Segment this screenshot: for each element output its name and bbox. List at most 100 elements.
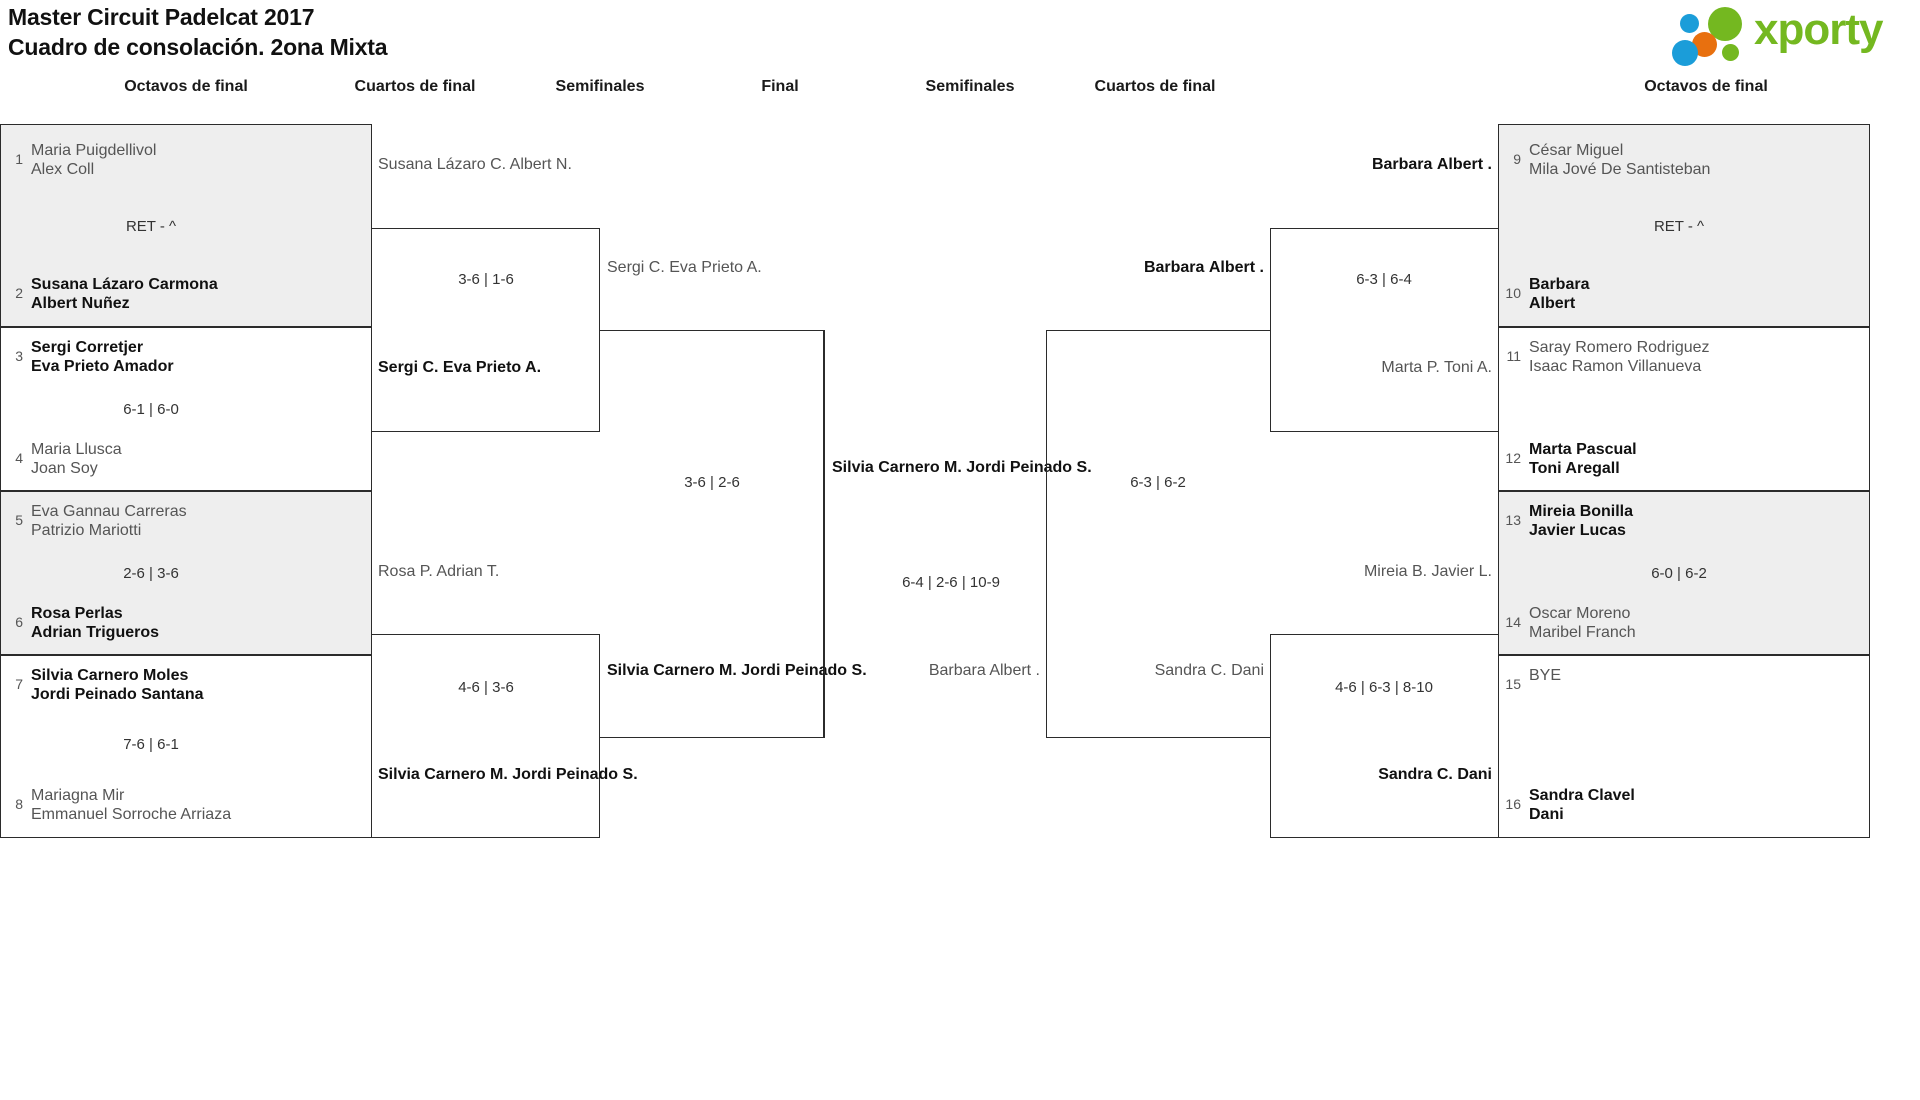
player-name-2: Javier Lucas	[1529, 522, 1626, 539]
player-name-1: Barbara	[1371, 156, 1433, 173]
player-name-1: Sergi C.	[378, 359, 439, 376]
round-header-semis-right: Semifinales	[925, 78, 1015, 95]
logo-dot-blue-large	[1672, 40, 1698, 66]
player-name-1: Mireia Bonilla	[1529, 503, 1634, 520]
player-name-1: Mariagna Mir	[31, 787, 125, 804]
player-name-2: Jordi Peinado S.	[741, 662, 867, 679]
right-cuartos-2-top-team: Mireia B. Javier L.	[1230, 562, 1492, 581]
seed-number: 5	[15, 512, 23, 528]
left-cuartos-1-bottom-team: Sergi C. Eva Prieto A.	[378, 358, 541, 377]
left-semifinal-score: 3-6 | 2-6	[684, 474, 740, 491]
player-name-1: Maria Llusca	[31, 441, 122, 458]
left-cuartos-1-top-team: Susana Lázaro C. Albert N.	[378, 155, 572, 174]
match-score: 2-6 | 3-6	[123, 565, 179, 582]
player-name-2: Eva Prieto A.	[442, 359, 542, 376]
team-name-block: César Miguel Mila Jové De Santisteban	[1529, 141, 1710, 179]
left-cuartos-match-2-box[interactable]	[372, 634, 600, 838]
final-center-divider	[824, 330, 825, 738]
left-octavos-match-4[interactable]: 7 Silvia Carnero Moles Jordi Peinado San…	[0, 655, 372, 838]
final-bottom-team: Barbara Albert .	[740, 661, 1040, 680]
team-name-block: Mireia Bonilla Javier Lucas	[1529, 502, 1633, 540]
final-score: 6-4 | 2-6 | 10-9	[902, 574, 1000, 591]
player-name-1: Mireia B.	[1363, 563, 1428, 580]
logo-dot-blue-small	[1680, 14, 1699, 33]
player-name-1: Barbara	[1529, 276, 1590, 293]
player-name-1: Susana Lázaro C.	[378, 156, 507, 173]
player-name-2: Isaac Ramon Villanueva	[1529, 358, 1702, 375]
round-header-final: Final	[761, 78, 799, 95]
left-octavos-match-3[interactable]: 5 Eva Gannau Carreras Patrizio Mariotti …	[0, 491, 372, 655]
seed-number: 11	[1506, 348, 1521, 364]
player-name-1: Rosa P.	[378, 563, 433, 580]
left-cuartos-1-score: 3-6 | 1-6	[458, 271, 514, 288]
logo-dot-green-small	[1722, 44, 1739, 61]
round-header-octavos-right: Octavos de final	[1644, 78, 1768, 95]
player-name-1: Sergi C.	[607, 259, 665, 276]
player-name-2: Maribel Franch	[1529, 624, 1636, 641]
player-name-2: Albert Nuñez	[31, 295, 130, 312]
player-name-1: Marta Pascual	[1529, 441, 1637, 458]
seed-number: 15	[1505, 676, 1521, 692]
right-cuartos-match-2-box[interactable]	[1270, 634, 1498, 838]
player-name-2: Jordi Peinado Santana	[31, 686, 204, 703]
seed-number: 2	[15, 285, 23, 301]
right-semifinal-box[interactable]	[1046, 330, 1270, 738]
left-semifinal-bottom-team: Silvia Carnero M. Jordi Peinado S.	[607, 661, 867, 680]
player-name-2: Dani	[1529, 806, 1564, 823]
left-octavos-match-1[interactable]: 1 Maria Puigdellivol Alex Coll RET - ^ 2…	[0, 124, 372, 327]
round-header-cuartos-left: Cuartos de final	[354, 78, 476, 95]
right-octavos-match-1[interactable]: 9 César Miguel Mila Jové De Santisteban …	[1498, 124, 1870, 327]
player-name-2: Albert	[1529, 295, 1576, 312]
player-name-1: Sandra C.	[1378, 766, 1453, 783]
player-name-2: Dani	[1231, 662, 1264, 679]
team-name-block: Saray Romero Rodriguez Isaac Ramon Villa…	[1529, 338, 1710, 376]
right-semifinal-top-team: Barbara Albert .	[1000, 258, 1264, 277]
team-name-block: Barbara Albert	[1529, 275, 1589, 313]
left-cuartos-match-1-box[interactable]	[372, 228, 600, 432]
team-name-block: Maria Llusca Joan Soy	[31, 440, 122, 478]
seed-number: 7	[15, 676, 23, 692]
player-name-2: Albert N.	[509, 156, 572, 173]
seed-number: 8	[15, 796, 23, 812]
team-name-block: Sandra Clavel Dani	[1529, 786, 1635, 824]
right-cuartos-match-1-box[interactable]	[1270, 228, 1498, 432]
bracket-subtitle: Cuadro de consolación. 2ona Mixta	[8, 34, 388, 60]
round-header-octavos-left: Octavos de final	[124, 78, 248, 95]
player-name-2: Albert .	[1208, 259, 1264, 276]
player-name-1: Oscar Moreno	[1529, 605, 1631, 622]
team-name-block: Maria Puigdellivol Alex Coll	[31, 141, 156, 179]
round-header-semis-left: Semifinales	[555, 78, 645, 95]
team-name-block: BYE	[1529, 666, 1561, 685]
final-top-team: Silvia Carnero M. Jordi Peinado S.	[832, 458, 1092, 477]
player-name-1: Maria Puigdellivol	[31, 142, 157, 159]
page-title: Master Circuit Padelcat 2017 Cuadro de c…	[8, 2, 388, 62]
match-score: 6-0 | 6-2	[1651, 565, 1707, 582]
team-name-block: Eva Gannau Carreras Patrizio Mariotti	[31, 502, 187, 540]
team-name-block: Silvia Carnero Moles Jordi Peinado Santa…	[31, 666, 203, 704]
right-cuartos-2-bottom-team: Sandra C. Dani	[1230, 765, 1492, 784]
player-name-2: Eva Prieto Amador	[31, 358, 174, 375]
match-score: RET - ^	[125, 218, 177, 235]
seed-number: 9	[1513, 151, 1521, 167]
xporty-logo[interactable]: xporty	[1670, 4, 1910, 66]
player-name-1: Eva Gannau Carreras	[31, 503, 187, 520]
player-name-2: Mila Jové De Santisteban	[1529, 161, 1711, 178]
seed-number: 16	[1505, 796, 1521, 812]
player-name-2: Adrian Trigueros	[31, 624, 160, 641]
left-semifinal-box[interactable]	[600, 330, 824, 738]
right-octavos-match-2[interactable]: 11 Saray Romero Rodriguez Isaac Ramon Vi…	[1498, 327, 1870, 491]
left-octavos-match-2[interactable]: 3 Sergi Corretjer Eva Prieto Amador 6-1 …	[0, 327, 372, 491]
player-name-1: Silvia Carnero M.	[832, 459, 962, 476]
player-name-1: Barbara	[1143, 259, 1205, 276]
player-name-1: BYE	[1529, 667, 1562, 684]
player-name-1: Silvia Carnero M.	[607, 662, 737, 679]
left-cuartos-2-bottom-team: Silvia Carnero M. Jordi Peinado S.	[378, 765, 638, 784]
team-name-block: Susana Lázaro Carmona Albert Nuñez	[31, 275, 218, 313]
seed-number: 4	[15, 450, 23, 466]
player-name-2: Toni A.	[1443, 359, 1492, 376]
player-name-2: Jordi Peinado S.	[966, 459, 1092, 476]
right-octavos-match-4[interactable]: 15 BYE 16 Sandra Clavel Dani	[1498, 655, 1870, 838]
left-cuartos-2-top-team: Rosa P. Adrian T.	[378, 562, 499, 581]
right-octavos-match-3[interactable]: 13 Mireia Bonilla Javier Lucas 6-0 | 6-2…	[1498, 491, 1870, 655]
